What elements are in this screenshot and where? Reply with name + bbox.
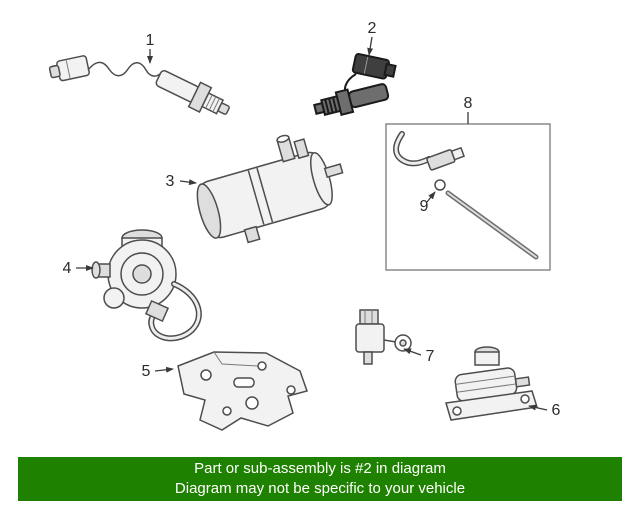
callout-7-label: 7 — [426, 348, 435, 365]
callout-9-arrow — [426, 191, 436, 203]
part-6-valve-assembly — [445, 346, 538, 421]
callout-9-label: 9 — [420, 198, 429, 215]
info-banner: Part or sub-assembly is #2 in diagram Di… — [18, 457, 622, 501]
part-9-grommet — [434, 179, 446, 191]
banner-text-line2: Diagram may not be specific to your vehi… — [174, 480, 466, 497]
part-4-air-pump — [91, 229, 202, 342]
part-1-oxygen-sensor — [48, 55, 230, 115]
part-5-bracket — [177, 351, 308, 431]
callout-2-arrow — [367, 36, 374, 56]
part-7-vacuum-switch-valve — [355, 309, 412, 365]
callout-6-label: 6 — [552, 402, 561, 419]
callouts: 1 2 3 4 5 6 7 8 9 — [63, 20, 561, 419]
callout-4-label: 4 — [63, 260, 72, 277]
parts-diagram: 1 2 3 4 5 6 7 8 9 — [48, 20, 561, 431]
callout-2-label: 2 — [368, 20, 377, 37]
callout-3-label: 3 — [166, 173, 175, 190]
callout-3-arrow — [179, 179, 197, 186]
callout-6-arrow — [528, 404, 548, 411]
part-8-hose-assembly — [385, 123, 551, 271]
part-3-charcoal-canister — [196, 134, 344, 244]
part-2-oxygen-sensor-highlighted — [313, 53, 397, 116]
callout-1-label: 1 — [146, 32, 155, 49]
callout-5-arrow — [154, 366, 174, 373]
callout-5-label: 5 — [142, 363, 151, 380]
banner-text-line1: Part or sub-assembly is #2 in diagram — [194, 460, 446, 477]
callout-8-label: 8 — [464, 95, 473, 112]
callout-7-arrow — [403, 348, 422, 356]
